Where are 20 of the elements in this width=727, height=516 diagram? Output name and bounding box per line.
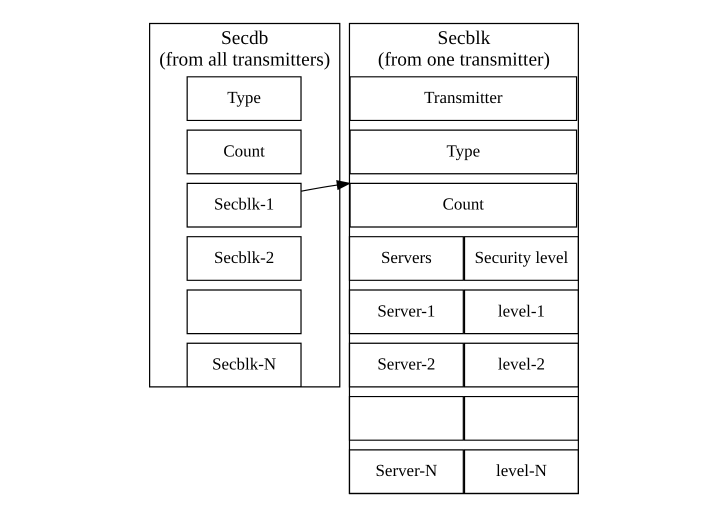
- node-box: level-N: [463, 448, 578, 494]
- node-box: Server-1: [348, 288, 464, 334]
- node-box: Secblk-2: [186, 236, 302, 280]
- node-box: Servers: [348, 236, 464, 280]
- node-box: [348, 395, 464, 440]
- node-box: Type: [348, 129, 577, 174]
- node-box: Server-2: [348, 342, 464, 387]
- node-box: Count: [186, 129, 302, 174]
- node-box: level-1: [463, 288, 578, 334]
- node-box: Count: [348, 182, 577, 228]
- node-box: Secblk-1: [186, 182, 302, 228]
- node-box: level-2: [463, 342, 578, 387]
- node-box: Transmitter: [348, 76, 577, 121]
- node-box: Secblk-N: [186, 342, 302, 387]
- node-box: Security level: [463, 236, 578, 280]
- node-box: [463, 395, 578, 440]
- node-box: [186, 288, 302, 334]
- node-box: Type: [186, 76, 302, 121]
- arrow: [300, 180, 351, 192]
- node-box: Server-N: [348, 448, 464, 494]
